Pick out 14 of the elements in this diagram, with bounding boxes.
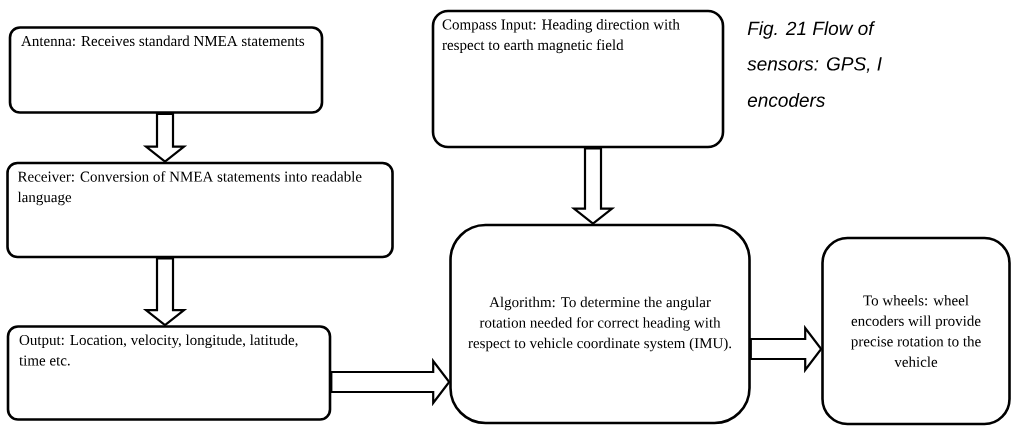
- block-arrow: [749, 324, 823, 374]
- block-arrow: [330, 357, 451, 407]
- process-box: Algorithm: To determine the angular rotation needed for correct heading with respect to vehicle coordinate system (IMU).: [449, 223, 751, 425]
- caption-text: sensors: GPS, I: [747, 57, 882, 73]
- process-box: Compass Input: Heading direction with respect to earth magnetic field: [431, 9, 725, 149]
- process-box: Output: Location, velocity, longitude, latitude, time etc.: [6, 325, 332, 421]
- process-box: Receiver: Conversion of NMEA statements into readable language: [6, 161, 394, 259]
- caption-text: encoders: [747, 93, 825, 107]
- process-box: To wheels: wheel encoders will provide precise rotation to the vehicle: [821, 236, 1011, 426]
- block-arrow: [142, 112, 188, 164]
- process-box: Antenna: Receives standard NMEA statements: [8, 26, 324, 114]
- caption-text: Fig. 21 Flow of: [747, 21, 876, 39]
- block-arrow: [570, 147, 616, 226]
- block-arrow: [142, 257, 188, 327]
